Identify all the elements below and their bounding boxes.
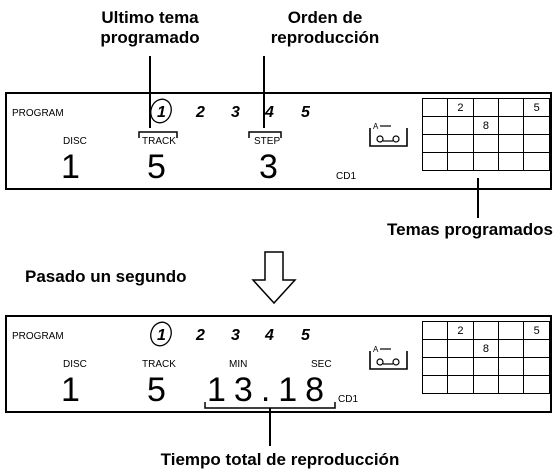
last-track-callout-line2: programado (100, 28, 200, 47)
sec-label: SEC (311, 359, 332, 370)
step-number-3: 3 (231, 104, 240, 121)
grid-row: 8 (421, 339, 550, 358)
last-track-callout: Ultimo tema programado (55, 8, 245, 48)
step-number-4: 4 (265, 104, 274, 121)
last-track-callout-line1: Ultimo tema (101, 8, 199, 27)
play-order-callout-line1: Orden de (287, 8, 363, 27)
cd-label: CD1 (338, 394, 359, 405)
cd-label: CD1 (336, 171, 357, 182)
track-value: 5 (147, 148, 167, 186)
step-number-2: 2 (196, 327, 205, 344)
play-order-callout-line2: reproducción (270, 28, 380, 47)
programmed-tracks-callout: Temas programados (387, 220, 553, 239)
track-bracket (138, 131, 178, 138)
program-grid: 2 5 8 (421, 98, 550, 171)
track-label: TRACK (142, 359, 176, 370)
min-label: MIN (229, 359, 248, 370)
total-play-time-callout: Tiempo total de reproducción (160, 450, 400, 469)
step-number-4: 4 (265, 327, 274, 344)
current-step-ring (150, 321, 172, 347)
time-bracket (204, 402, 336, 409)
disc-label: DISC (63, 136, 87, 147)
step-number-5: 5 (301, 104, 310, 121)
grid-row: 2 5 (421, 321, 550, 340)
grid-row: 2 5 (421, 98, 550, 117)
program-label: PROGRAM (12, 331, 64, 342)
step-value: 3 (259, 148, 279, 186)
disc-value: 1 (61, 371, 81, 409)
cassette-icon: A (369, 122, 408, 147)
step-number-2: 2 (196, 104, 205, 121)
grid-cell (523, 375, 550, 394)
grid-cell: 5 (523, 321, 550, 340)
disc-label: DISC (63, 359, 87, 370)
after-one-second-label: Pasado un segundo (25, 267, 187, 286)
step-bracket (248, 131, 282, 138)
time-value: 13.18 (207, 371, 333, 409)
down-arrow-icon (251, 251, 297, 305)
program-grid: 2 5 8 (421, 321, 550, 394)
svg-text:A: A (373, 345, 379, 354)
step-label: STEP (254, 136, 281, 147)
grid-row (421, 152, 550, 171)
svg-text:A: A (373, 122, 379, 131)
grid-row (421, 375, 550, 394)
step-number-1: 1 (157, 327, 166, 344)
play-order-callout: Orden de reproducción (230, 8, 420, 48)
grid-cell (523, 152, 550, 171)
step-number-3: 3 (231, 327, 240, 344)
grid-cell (421, 375, 449, 394)
grid-cell (498, 375, 525, 394)
display-panel-bottom: PROGRAM DISC TRACK MIN SEC 1 2 3 4 5 1 5… (5, 315, 552, 413)
program-label: PROGRAM (12, 108, 64, 119)
grid-cell (498, 152, 525, 171)
step-number-5: 5 (301, 327, 310, 344)
track-label: TRACK (142, 136, 176, 147)
disc-value: 1 (61, 148, 81, 186)
track-value: 5 (147, 371, 167, 409)
step-number-1: 1 (157, 104, 166, 121)
grid-row (421, 357, 550, 376)
current-step-ring (150, 98, 172, 124)
cassette-icon: A (369, 345, 408, 370)
grid-cell (421, 152, 449, 171)
display-panel-top: PROGRAM DISC TRACK STEP 1 2 3 4 5 1 5 3 … (5, 92, 552, 190)
